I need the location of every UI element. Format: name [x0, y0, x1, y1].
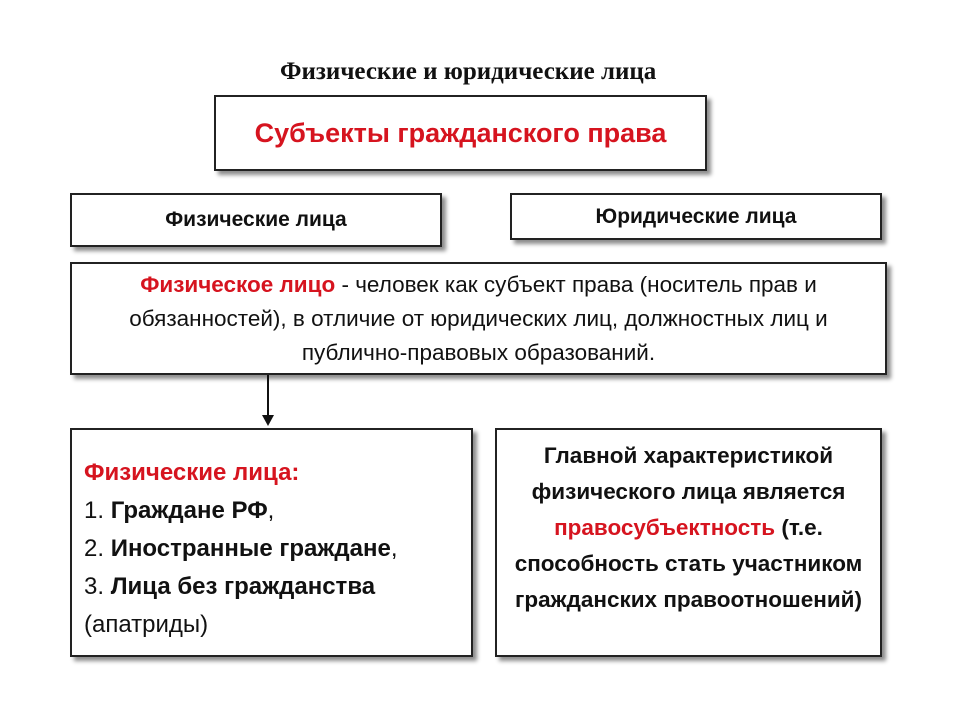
- definition-body: - человек как субъект права (носитель пр…: [129, 271, 828, 365]
- root-node-label: Субъекты гражданского права: [254, 117, 667, 148]
- characteristic-text-before: Главной характеристикой физического лица…: [531, 443, 846, 504]
- characteristic-node: Главной характеристикой физического лица…: [495, 428, 882, 657]
- list-item: 1. Граждане РФ,: [84, 497, 275, 524]
- types-heading: Физические лица:: [84, 459, 300, 486]
- definition-term: Физическое лицо: [140, 271, 336, 297]
- root-node: Субъекты гражданского права: [214, 95, 707, 171]
- list-item: 2. Иностранные граждане,: [84, 535, 398, 562]
- list-item: 3. Лица без гражданства: [84, 573, 376, 600]
- characteristic-text-after: (т.е. способность стать участником гражд…: [514, 515, 863, 612]
- connector-arrow-head: [262, 415, 274, 426]
- definition-text: Физическое лицо - человек как субъект пр…: [82, 268, 875, 370]
- connector-arrow-line: [267, 375, 269, 421]
- juridical-persons-node: Юридические лица: [510, 193, 882, 240]
- characteristic-term: правосубъектность: [554, 515, 776, 540]
- physical-persons-node: Физические лица: [70, 193, 442, 247]
- physical-persons-label: Физические лица: [165, 208, 347, 231]
- definition-node: Физическое лицо - человек как субъект пр…: [70, 262, 887, 375]
- types-note: (апатриды): [84, 611, 209, 638]
- page-title: Физические и юридические лица: [280, 58, 657, 85]
- types-node: Физические лица: 1. Граждане РФ, 2. Инос…: [70, 428, 473, 657]
- juridical-persons-label: Юридические лица: [595, 204, 797, 228]
